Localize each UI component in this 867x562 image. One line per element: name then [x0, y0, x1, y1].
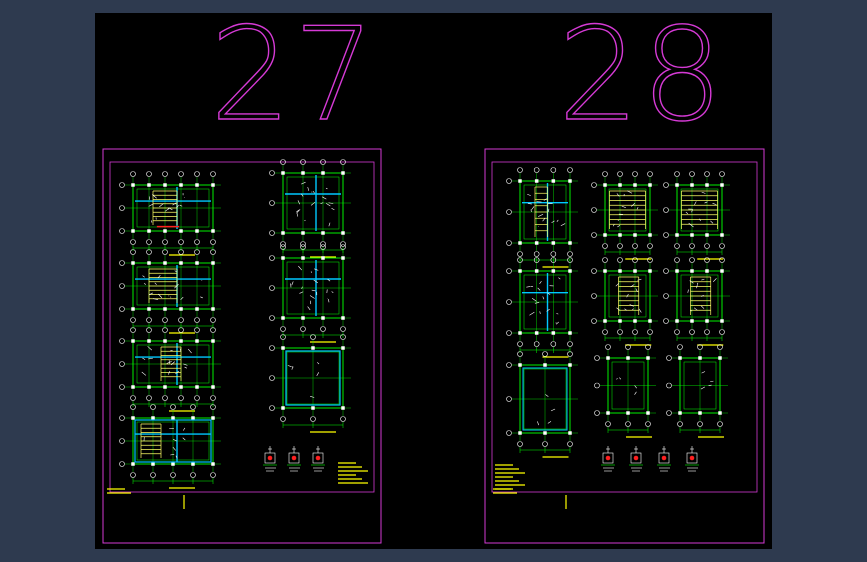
sheet-27-outer-frame	[102, 148, 382, 544]
sheet-28-outer-frame	[484, 148, 765, 544]
sheet-number-27: 27	[209, 1, 377, 150]
drawing-canvas	[102, 148, 765, 544]
cad-viewport[interactable]: 27 28	[95, 1, 772, 549]
sheet-number-28: 28	[557, 1, 725, 150]
sheet-28-border	[491, 161, 758, 493]
sheet-27-border	[109, 161, 375, 493]
